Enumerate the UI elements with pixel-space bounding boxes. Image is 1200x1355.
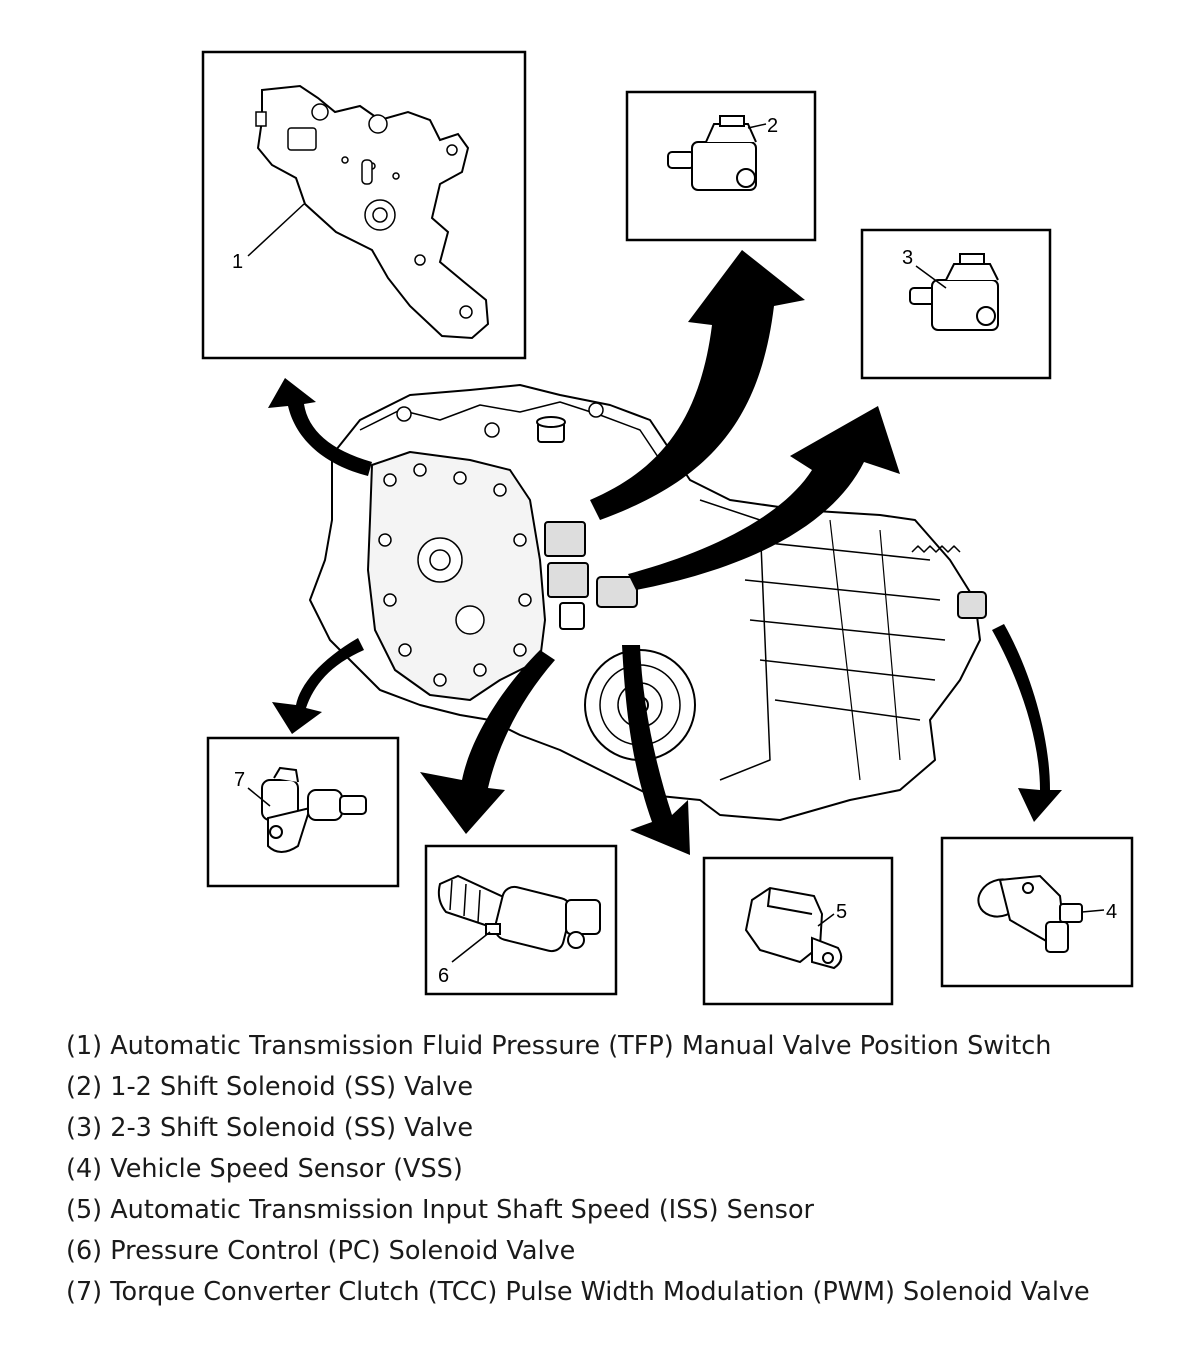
arrows — [268, 250, 1062, 855]
component-box-4: 4 — [940, 836, 1134, 988]
component-box-3: 3 — [860, 228, 1052, 380]
leader-1 — [247, 203, 305, 257]
legend-item-3: (3) 2-3 Shift Solenoid (SS) Valve — [66, 1113, 474, 1143]
legend-item-7: (7) Torque Converter Clutch (TCC) Pulse … — [66, 1277, 1090, 1307]
leader-3 — [915, 265, 947, 289]
legend-item-1: (1) Automatic Transmission Fluid Pressur… — [66, 1031, 1052, 1061]
callout-7: 7 — [234, 769, 245, 791]
valve-body-bolts — [378, 402, 604, 687]
callout-5: 5 — [836, 901, 847, 923]
leader-2 — [747, 123, 767, 129]
arrow-to-item-2 — [590, 250, 805, 520]
leader-6 — [451, 931, 491, 963]
component-box-6: 6 — [424, 844, 618, 996]
arrow-to-item-7 — [272, 638, 364, 734]
legend-item-6: (6) Pressure Control (PC) Solenoid Valve — [66, 1236, 576, 1266]
leader-4 — [1081, 909, 1105, 913]
component-box-5: 5 — [702, 856, 894, 1006]
iss-sensor-drawing — [744, 886, 843, 970]
arrow-to-item-4 — [992, 624, 1062, 822]
solenoid-7-drawing — [261, 766, 367, 853]
component-box-2: 2 — [625, 90, 817, 242]
callout-4: 4 — [1106, 901, 1117, 923]
leader-5 — [817, 913, 835, 927]
legend-item-5: (5) Automatic Transmission Input Shaft S… — [66, 1195, 815, 1225]
vss-sensor-drawing — [977, 874, 1083, 953]
transmission-assembly — [309, 384, 987, 821]
solenoid-2-drawing — [667, 115, 757, 191]
arrow-to-item-1 — [268, 378, 372, 476]
callout-2: 2 — [767, 115, 778, 137]
callout-6: 6 — [438, 965, 449, 987]
callout-1: 1 — [232, 251, 243, 273]
legend-item-2: (2) 1-2 Shift Solenoid (SS) Valve — [66, 1072, 474, 1102]
component-box-7: 7 — [206, 736, 400, 888]
legend-item-4: (4) Vehicle Speed Sensor (VSS) — [66, 1154, 463, 1184]
arrow-to-item-3 — [628, 406, 900, 590]
solenoid-6-drawing — [437, 874, 601, 953]
transmission-diagram: 1 2 3 — [201, 50, 1134, 1006]
component-box-1: 1 — [201, 50, 527, 360]
arrow-to-item-5 — [622, 645, 690, 855]
callout-3: 3 — [902, 247, 913, 269]
solenoid-3-drawing — [909, 253, 999, 331]
leader-7 — [247, 787, 271, 807]
arrow-to-item-6 — [420, 650, 555, 834]
component-legend: (1) Automatic Transmission Fluid Pressur… — [66, 1026, 1090, 1313]
